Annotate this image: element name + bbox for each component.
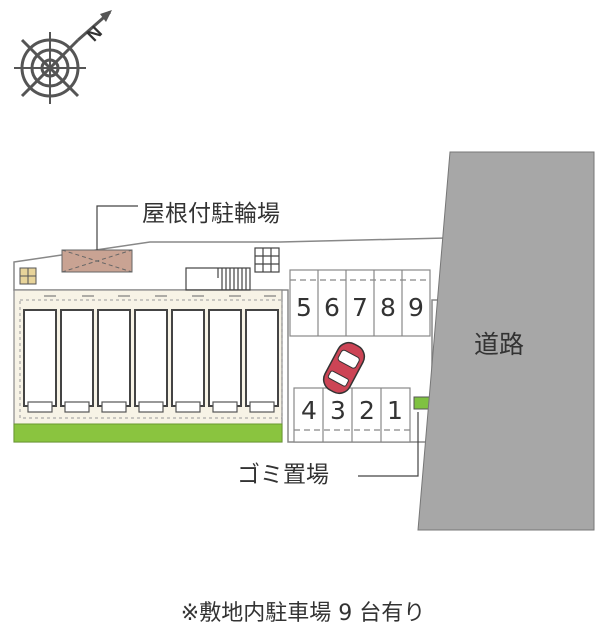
- compass-icon: [14, 10, 112, 104]
- meter-box: [19, 267, 37, 285]
- parking-caption: ※敷地内駐車場 9 台有り: [180, 601, 426, 626]
- parking-slot-3: 3: [330, 396, 346, 425]
- compass-north-label: N: [83, 22, 106, 45]
- parking-slot-5: 5: [296, 293, 312, 322]
- parking-slot-6: 6: [324, 293, 340, 322]
- road: [417, 151, 595, 531]
- building-border: [19, 299, 283, 419]
- stairs: [185, 267, 251, 291]
- label-garbage-area: ゴミ置場: [237, 462, 329, 488]
- grid-box: [254, 247, 280, 273]
- parking-slot-7: 7: [352, 293, 368, 322]
- parking-slot-2: 2: [359, 396, 375, 425]
- parking-row-upper: [289, 269, 431, 337]
- apartment-units: [23, 309, 279, 407]
- parking-slot-4: 4: [301, 396, 317, 425]
- parking-slot-8: 8: [380, 293, 396, 322]
- bicycle-parking-leader-line: [96, 205, 138, 250]
- car-icon: [322, 341, 366, 395]
- balconies: [27, 401, 275, 413]
- parking-slot-9: 9: [408, 293, 424, 322]
- garbage-leader-line: [358, 412, 419, 477]
- parking-slot-1: 1: [387, 396, 403, 425]
- label-road: 道路: [474, 330, 525, 359]
- roofed-bicycle-parking: [61, 249, 133, 273]
- label-roofed-bicycle-parking: 屋根付駐輪場: [142, 201, 280, 227]
- parking-row-lower: [293, 387, 411, 443]
- grass-strip: [13, 423, 283, 443]
